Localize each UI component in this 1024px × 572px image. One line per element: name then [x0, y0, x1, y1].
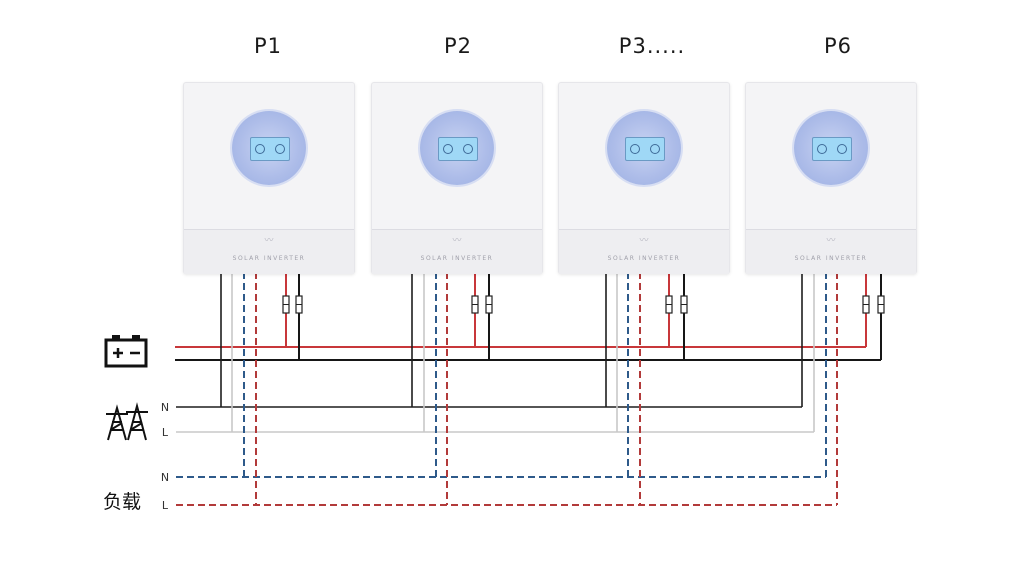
lcd-screen: [625, 137, 665, 161]
inverter-p1: 〰 SOLAR INVERTER: [183, 82, 355, 274]
brand-logo-icon: 〰: [452, 236, 462, 246]
grid-n-label: N: [160, 401, 170, 414]
load-l-label: L: [161, 499, 169, 512]
lcd-screen: [250, 137, 290, 161]
power-tower-icon: [106, 402, 148, 441]
brand-logo-icon: 〰: [264, 236, 274, 246]
inverter-p2: 〰 SOLAR INVERTER: [371, 82, 543, 274]
load-title: 负载: [103, 491, 142, 513]
display-dial: [794, 111, 868, 185]
inverter-p3: 〰 SOLAR INVERTER: [558, 82, 730, 274]
fuse-layer: [282, 295, 885, 314]
brand-text: SOLAR INVERTER: [420, 255, 494, 262]
unit-label-p6: P6: [823, 34, 853, 58]
front-band: [184, 229, 354, 274]
unit-label-p3: P3.....: [618, 34, 686, 58]
front-band: [372, 229, 542, 274]
front-band: [746, 229, 916, 274]
display-dial: [420, 111, 494, 185]
brand-text: SOLAR INVERTER: [794, 255, 868, 262]
lcd-screen: [812, 137, 852, 161]
grid-l-label: L: [161, 426, 169, 439]
brand-text: SOLAR INVERTER: [607, 255, 681, 262]
wire-layer: [175, 272, 882, 506]
unit-label-p1: P1: [253, 34, 283, 58]
front-band: [559, 229, 729, 274]
brand-logo-icon: 〰: [639, 236, 649, 246]
battery-icon: [104, 335, 148, 368]
inverter-p6: 〰 SOLAR INVERTER: [745, 82, 917, 274]
display-dial: [232, 111, 306, 185]
load-n-label: N: [160, 471, 170, 484]
unit-label-p2: P2: [443, 34, 473, 58]
brand-logo-icon: 〰: [826, 236, 836, 246]
display-dial: [607, 111, 681, 185]
brand-text: SOLAR INVERTER: [232, 255, 306, 262]
lcd-screen: [438, 137, 478, 161]
